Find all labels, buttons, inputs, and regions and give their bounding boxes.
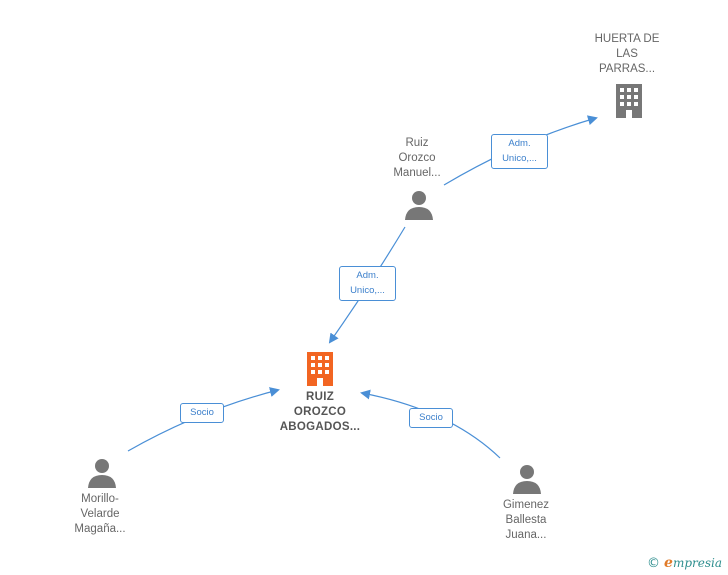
building-icon[interactable] bbox=[613, 84, 645, 118]
person-icon[interactable] bbox=[87, 458, 117, 488]
brand-name: mpresia bbox=[672, 556, 722, 570]
empresia-logo: ©empresia bbox=[647, 555, 722, 571]
node-label-huerta[interactable]: HUERTA DE LAS PARRAS... bbox=[594, 33, 660, 75]
node-label-morillo[interactable]: Morillo- Velarde Magaña... bbox=[74, 493, 126, 535]
edge-label-manuel-to-abogados[interactable]: Adm. Unico,... bbox=[339, 266, 396, 301]
brand-initial: e bbox=[664, 555, 673, 571]
node-label-ruiz-manuel[interactable]: Ruiz Orozco Manuel... bbox=[393, 137, 441, 179]
node-label-gimenez[interactable]: Gimenez Ballesta Juana... bbox=[502, 499, 550, 541]
person-icon[interactable] bbox=[512, 464, 542, 494]
edge-label-manuel-to-huerta[interactable]: Adm. Unico,... bbox=[491, 134, 548, 169]
edge-label-morillo-to-abogados[interactable]: Socio bbox=[180, 403, 224, 423]
copyright-icon: © bbox=[647, 556, 661, 571]
person-icon[interactable] bbox=[404, 190, 434, 220]
edge-label-gimenez-to-abogados[interactable]: Socio bbox=[409, 408, 453, 428]
building-icon[interactable] bbox=[304, 352, 336, 386]
node-label-ruiz-abogados[interactable]: RUIZ OROZCO ABOGADOS... bbox=[279, 391, 361, 433]
